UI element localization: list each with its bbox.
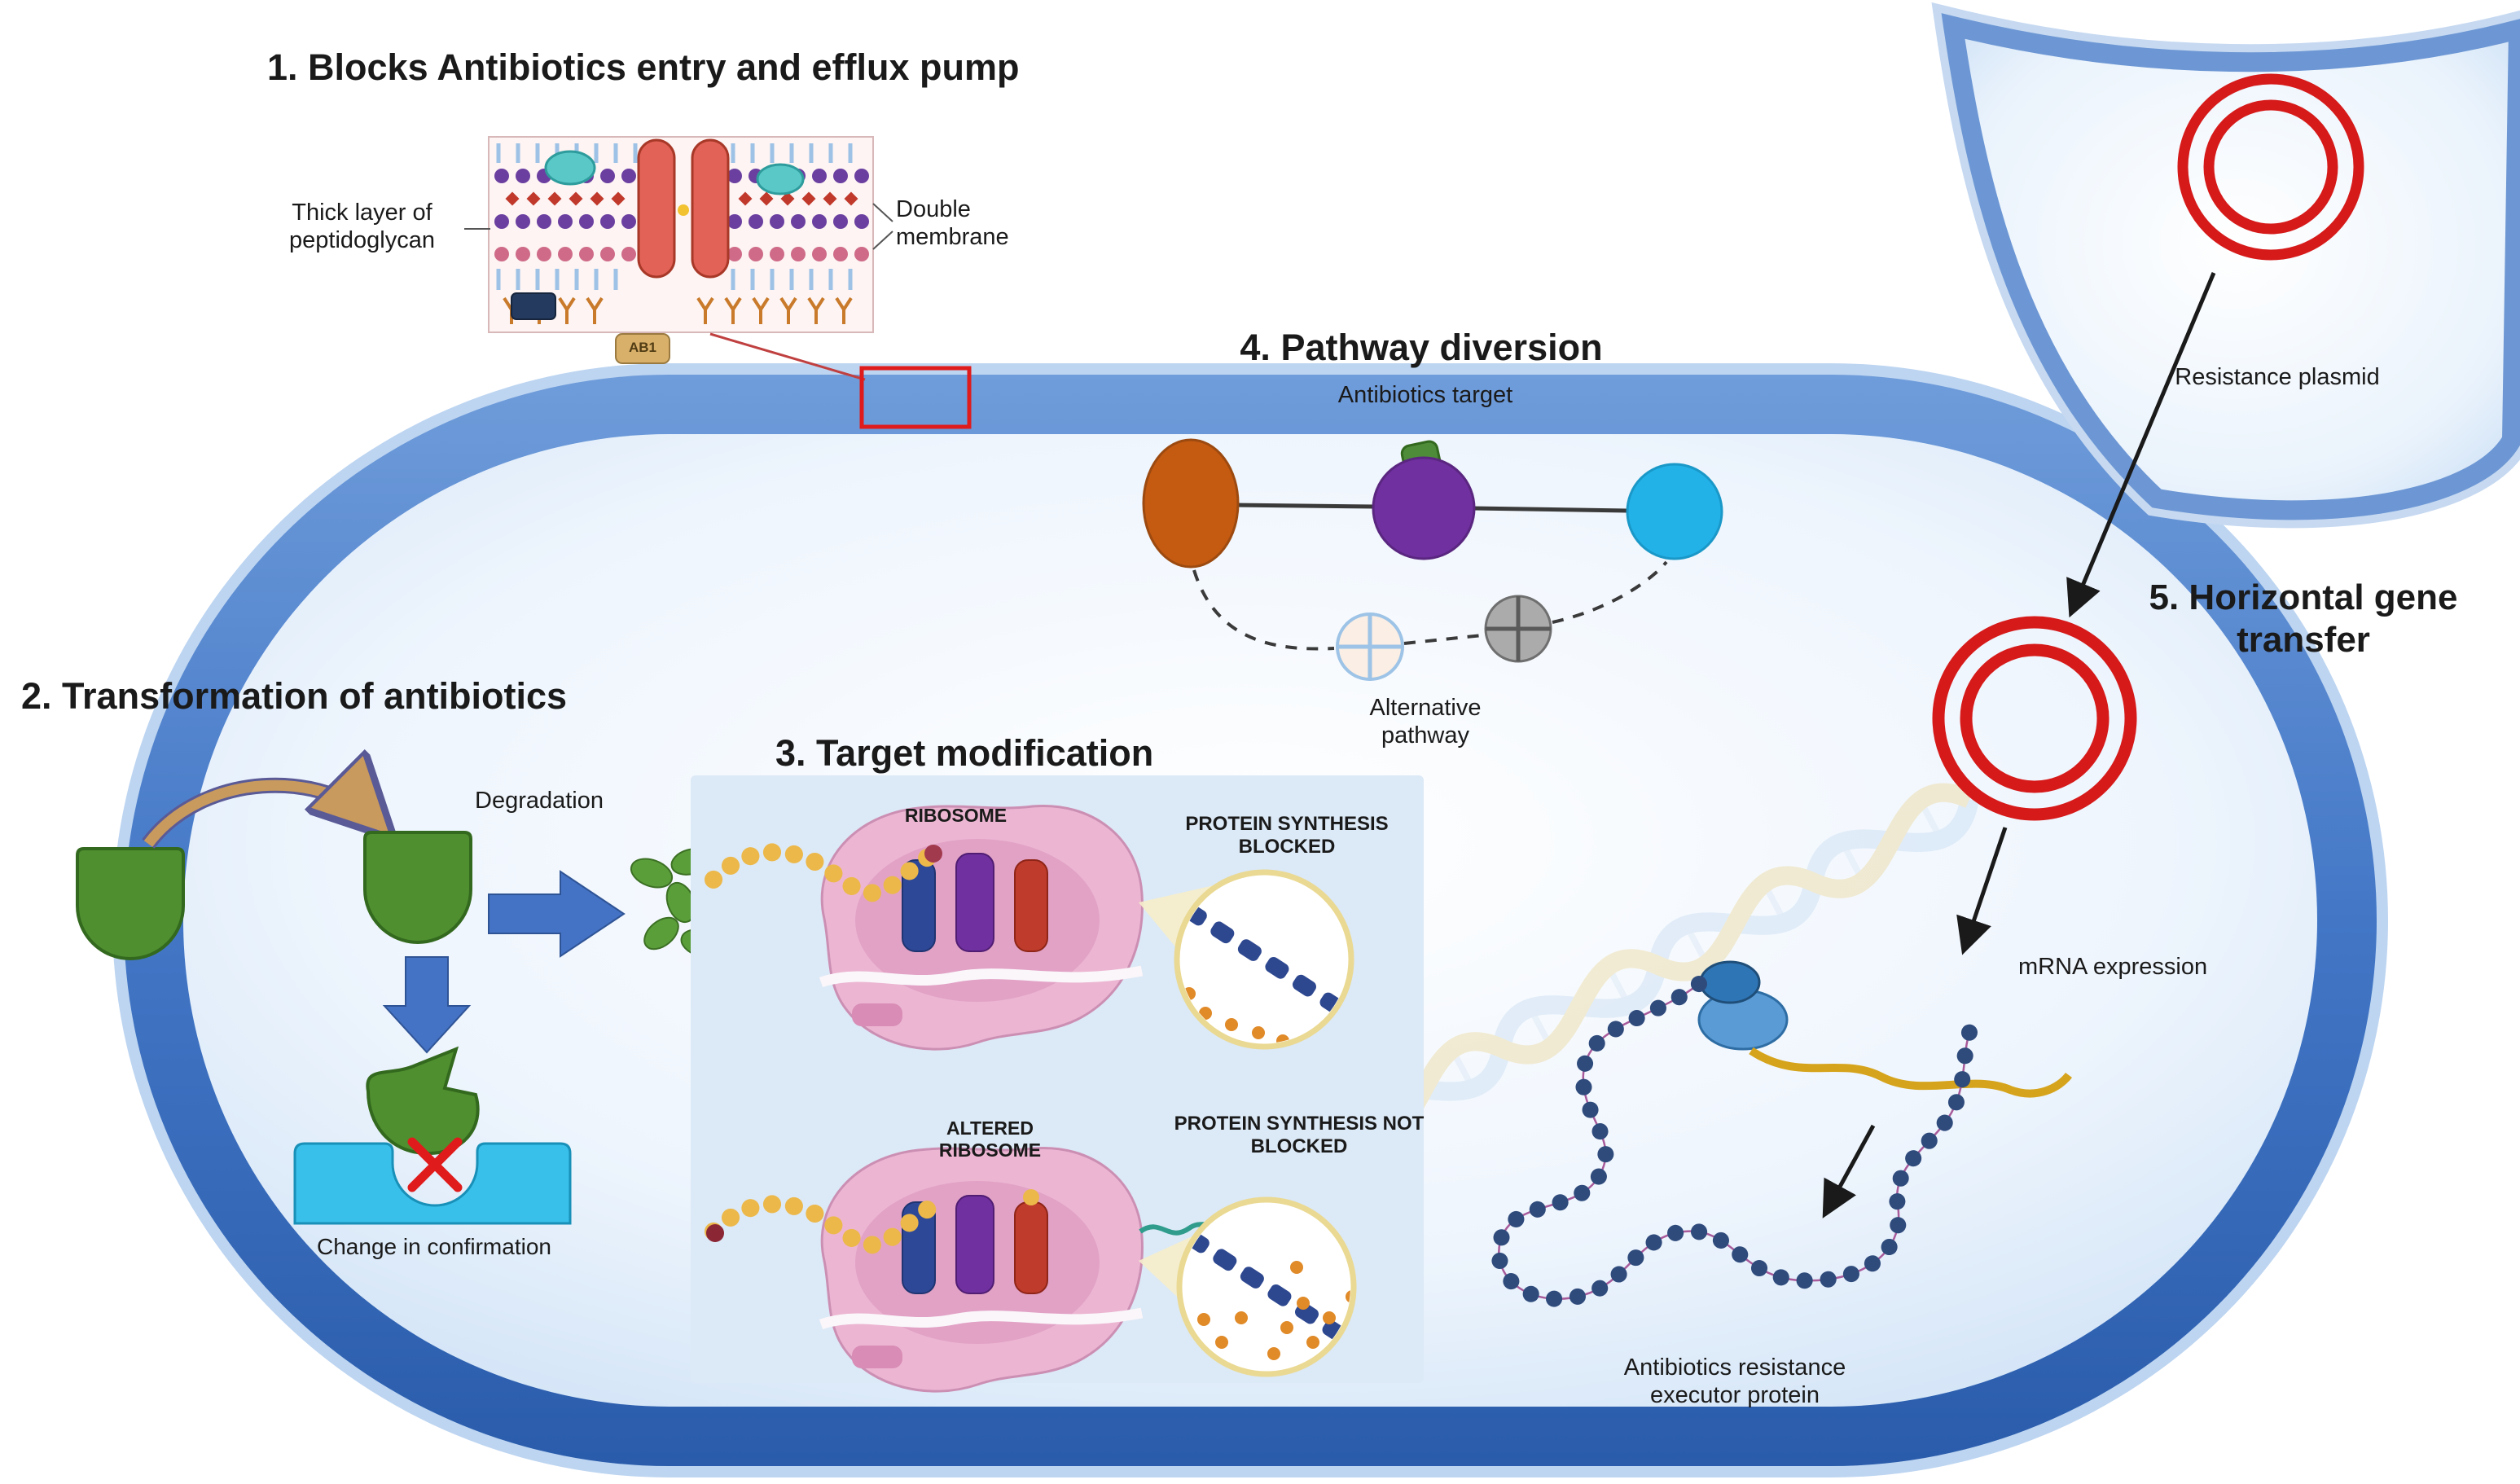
membrane-illustration — [464, 136, 972, 429]
translation-arrow-icon — [1822, 1124, 1876, 1218]
ribosome-altered-icon — [705, 1146, 1218, 1393]
section4-title: 4. Pathway diversion — [1240, 327, 1603, 368]
membrane-zoom-box-icon — [859, 366, 972, 429]
synthesis-blocked-label: PROTEIN SYNTHESIS BLOCKED — [1185, 813, 1389, 858]
ribosome-label: RIBOSOME — [904, 805, 1008, 826]
change-confirmation-label: Change in confirmation — [317, 1234, 551, 1259]
membrane-protein-icon — [544, 150, 596, 186]
peptidoglycan-label: Thick layer of peptidoglycan — [289, 200, 435, 254]
deformed-antibiotic-icon — [366, 1046, 480, 1156]
executor-protein-icon — [1490, 976, 1979, 1307]
entry-arrow-icon — [143, 785, 380, 847]
amino-acid-chain-icon — [705, 843, 937, 902]
zoom-leader-line — [709, 332, 866, 381]
ab1-label: AB1 — [628, 340, 656, 355]
leader-line — [872, 203, 893, 222]
efflux-pump-icon — [637, 138, 730, 279]
product-node-icon — [1626, 463, 1723, 560]
amino-acid-chain-icon — [705, 1195, 937, 1254]
gene-transfer-arrow-icon — [2066, 272, 2216, 618]
section3-title: 3. Target modification — [775, 732, 1154, 774]
enzyme-node-icon — [1142, 438, 1240, 569]
donor-cell — [1931, 2, 2520, 618]
magnifier-not-blocked-icon — [1139, 1196, 1357, 1377]
antibiotic-icon — [363, 831, 472, 944]
pathway-link — [1236, 503, 1376, 509]
synthesis-not-blocked-label: PROTEIN SYNTHESIS NOT BLOCKED — [1174, 1113, 1425, 1158]
mrna-strand-icon — [819, 1307, 1144, 1330]
antibiotics-target-label: Antibiotics target — [1337, 382, 1513, 408]
target-node-icon — [1372, 456, 1476, 560]
mrna-icon — [1749, 1047, 2072, 1098]
plasmid-icon — [1932, 616, 2137, 821]
antibiotic-icon — [76, 847, 185, 960]
degradation-label: Degradation — [475, 788, 604, 814]
ribosome-normal-icon — [705, 804, 1144, 1051]
alt-node-gray-icon — [1484, 595, 1552, 663]
pathway-link — [1472, 506, 1628, 513]
magnifier-blocked-icon — [1139, 869, 1354, 1050]
expression-arrow-icon — [1956, 827, 2008, 955]
section3-graphics — [691, 775, 1424, 1393]
inner-membrane-row-icon — [494, 247, 869, 261]
alt-path-dash — [1192, 569, 1335, 651]
receptor-icon — [293, 1142, 572, 1225]
altered-ribosome-label: ALTERED RIBOSOME — [938, 1117, 1042, 1161]
lipid-row-bottom-icon — [496, 269, 853, 290]
executor-protein-label: Antibiotics resistance executor protein — [1623, 1354, 1846, 1409]
alternative-pathway-label: Alternative pathway — [1369, 695, 1482, 749]
alt-node-light-icon — [1336, 612, 1404, 681]
double-membrane-label: Double membrane — [896, 196, 1009, 251]
section5-title: 5. Horizontal gene transfer — [2149, 577, 2458, 660]
inhibitor-box-icon — [511, 292, 556, 320]
blocked-binding-x-icon — [407, 1137, 463, 1192]
section1-title: 1. Blocks Antibiotics entry and efflux p… — [267, 46, 1020, 88]
alt-path-dash — [1403, 634, 1483, 645]
degradation-arrow-icon — [488, 870, 626, 958]
mrna-expression-label: mRNA expression — [2018, 954, 2208, 980]
transformation-arrow-icon — [382, 956, 472, 1054]
ab1-box-icon — [615, 333, 670, 364]
section2-title: 2. Transformation of antibiotics — [21, 675, 568, 717]
peptidoglycan-row3-icon — [494, 214, 869, 229]
translating-ribosome-icon — [1697, 960, 1789, 1051]
section5-graphics — [1490, 616, 2137, 1307]
mrna-strand-icon — [819, 965, 1144, 988]
membrane-protein-icon — [756, 163, 805, 195]
resistance-plasmid-icon — [2177, 73, 2364, 261]
leader-line — [872, 231, 893, 250]
resistance-plasmid-label: Resistance plasmid — [2175, 364, 2380, 390]
section4-graphics — [1142, 438, 1723, 681]
